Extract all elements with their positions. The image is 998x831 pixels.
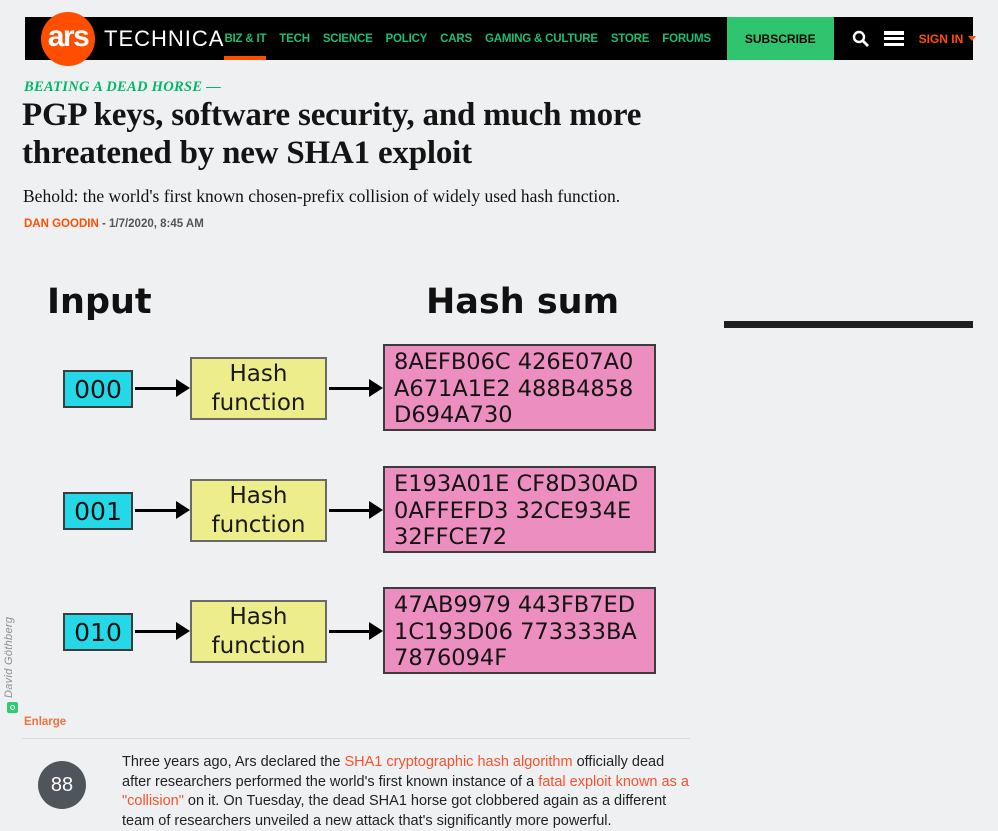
nav-utility-group: SIGN IN [852,30,977,47]
arrow-right-icon [135,622,190,640]
arrow-right-icon [135,379,190,397]
nav-item-store[interactable]: STORE [610,32,650,45]
technica-wordmark[interactable]: TECHNICA [104,25,225,51]
nav-item-tech[interactable]: TECH [279,32,310,45]
nav-item-policy[interactable]: POLICY [385,32,428,45]
paragraph-text: officially dead after researchers perfor… [122,754,665,790]
input-box: 010 [63,613,133,651]
hamburger-menu-icon[interactable] [883,31,904,46]
arrow-right-icon [329,622,383,640]
paragraph-text: on it. On Tuesday, the dead SHA1 horse g… [122,793,667,829]
hash-function-box: Hash function [190,600,327,663]
article-title: PGP keys, software security, and much mo… [22,97,642,171]
comment-count-badge[interactable]: 88 [38,761,86,809]
sign-in-button[interactable]: SIGN IN [919,32,977,46]
hash-function-box: Hash function [190,357,327,420]
hash-sum-box: E193A01E CF8D30AD 0AFFEFD3 32CE934E 32FF… [383,466,656,553]
diagram-row: 001 Hash function E193A01E CF8D30AD 0AFF… [22,466,690,554]
search-icon[interactable] [852,30,869,47]
article-subtitle: Behold: the world's first known chosen-p… [23,186,621,206]
sha1-algorithm-link[interactable]: SHA1 cryptographic hash algorithm [344,754,573,770]
hash-function-box: Hash function [190,479,327,542]
image-license-icon [7,702,18,713]
input-box: 000 [63,370,133,408]
primary-nav: BIZ & IT TECH SCIENCE POLICY CARS GAMING… [224,17,711,60]
sign-in-label: SIGN IN [918,31,964,46]
diagram-row: 000 Hash function 8AEFB06C 426E07A0 A671… [22,344,690,432]
ars-logo-text: ars [47,19,90,53]
byline: DAN GOODIN - 1/7/2020, 8:45 AM [24,218,204,230]
input-box: 001 [63,492,133,530]
nav-item-cars[interactable]: CARS [440,32,472,45]
enlarge-link[interactable]: Enlarge [24,716,67,728]
article-paragraph: Three years ago, Ars declared the SHA1 c… [122,753,694,831]
nav-item-forums[interactable]: FORUMS [662,32,711,45]
nav-item-science[interactable]: SCIENCE [322,32,373,45]
paragraph-text: Three years ago, Ars declared the [122,754,345,770]
hash-sum-box: 8AEFB06C 426E07A0 A671A1E2 488B4858 D694… [383,344,656,431]
nav-item-biz-it[interactable]: BIZ & IT [224,17,266,60]
ars-logo[interactable]: ars [41,11,95,66]
hash-sum-box: 47AB9979 443FB7ED 1C193D06 773333BA 7876… [383,587,656,674]
subscribe-button[interactable]: SUBSCRIBE [726,17,834,60]
collision-exploit-link[interactable]: fatal exploit known as a "collision" [122,773,689,810]
caret-down-icon [968,36,977,41]
arrow-right-icon [329,501,383,519]
sidebar-top-rule [724,321,973,328]
article-hero-image[interactable]: Input Hash sum 000 Hash function 8AEFB06… [22,265,690,712]
author-link[interactable]: DAN GOODIN [24,218,99,230]
image-credit: David Göthberg [3,616,15,698]
article-kicker[interactable]: BEATING A DEAD HORSE — [24,79,222,95]
top-nav-bar: ars TECHNICA BIZ & IT TECH SCIENCE POLIC… [25,11,977,66]
nav-item-gaming-culture[interactable]: GAMING & CULTURE [484,32,598,45]
publish-date: - 1/7/2020, 8:45 AM [101,218,204,230]
diagram-hash-sum-heading: Hash sum [426,282,620,322]
arrow-right-icon [135,501,190,519]
diagram-input-heading: Input [47,282,152,322]
figure-divider [22,738,690,739]
arrow-right-icon [329,379,383,397]
diagram-row: 010 Hash function 47AB9979 443FB7ED 1C19… [22,587,690,675]
